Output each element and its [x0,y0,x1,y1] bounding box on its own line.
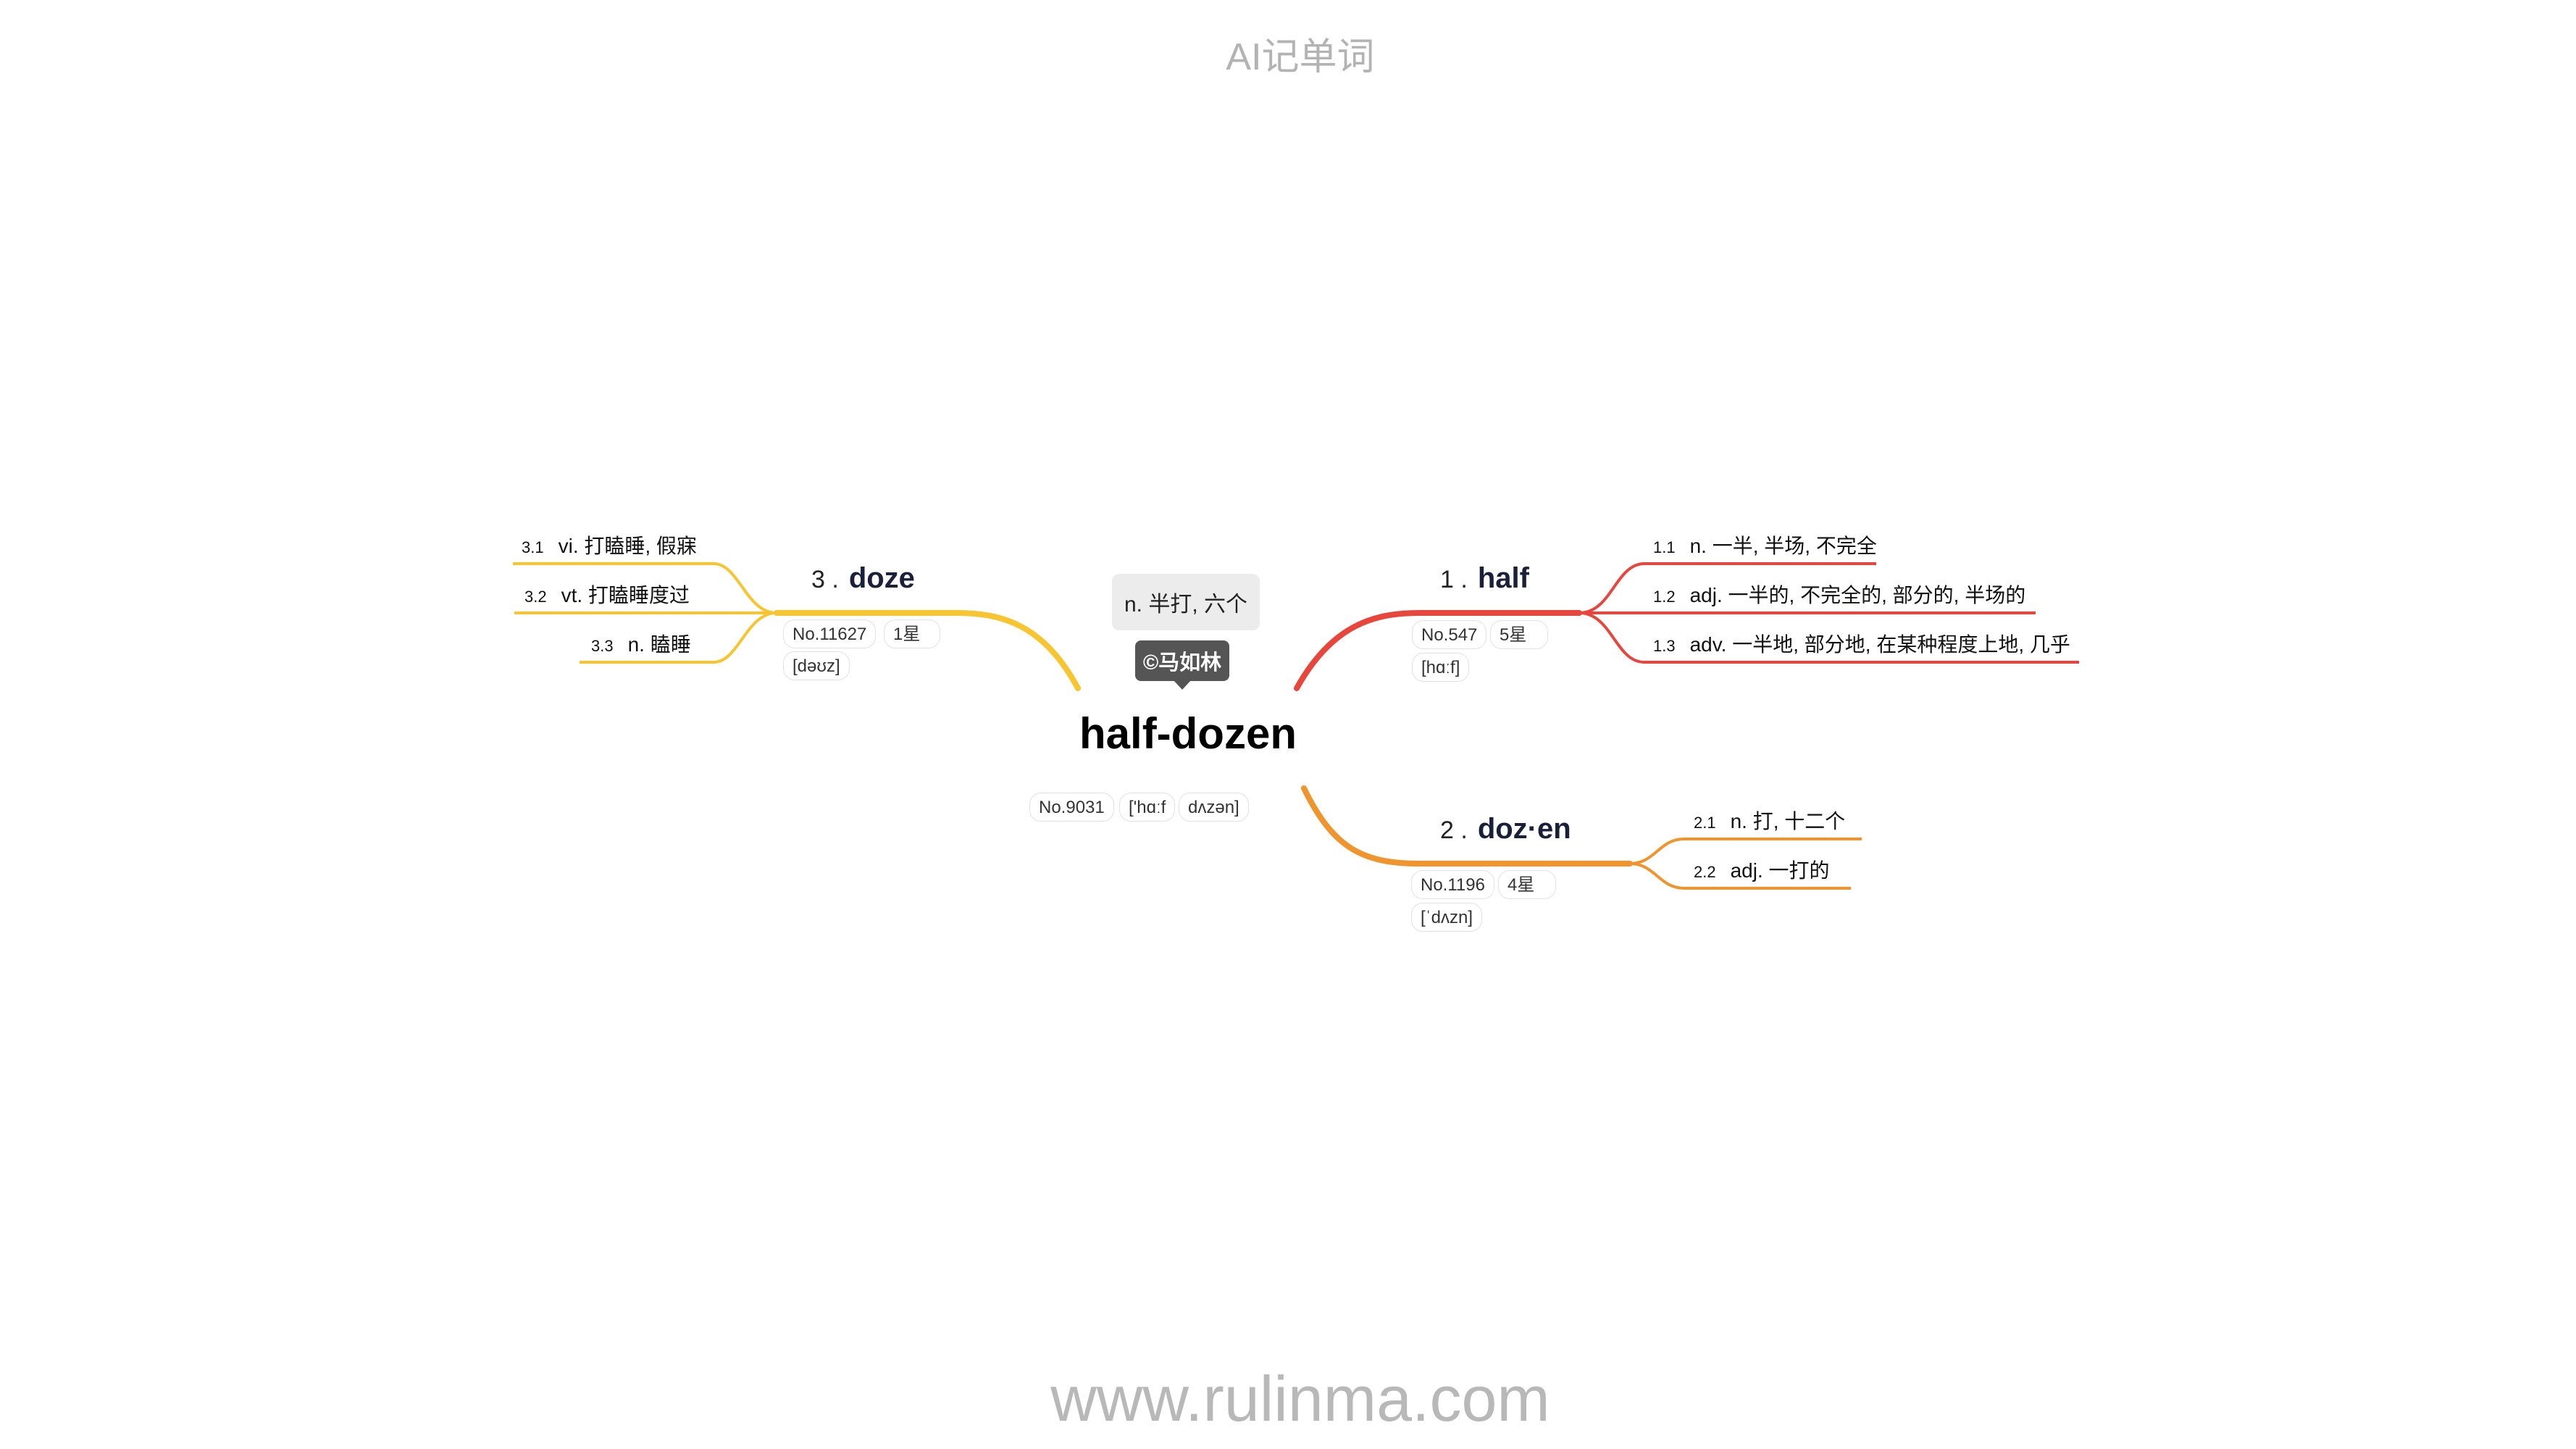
center-tag-number: No.9031 [1029,793,1114,822]
connector-center-branch-1 [1294,610,1582,691]
branch-2-title[interactable]: 2 . doz·en [1440,813,1571,845]
leaf-3-2-text: vt. 打瞌睡度过 [561,584,690,606]
branch-2-tag-phonetic: [ˈdʌzn] [1411,903,1483,932]
branch-2-number: 2 . [1440,817,1468,844]
leaf-3-1-text: vi. 打瞌睡, 假寐 [558,535,697,557]
leaf-1-3-text: adv. 一半地, 部分地, 在某种程度上地, 几乎 [1689,633,2070,656]
leaf-1-1-number: 1.1 [1653,538,1676,556]
leaf-3-3[interactable]: 3.3 n. 瞌睡 [591,629,691,658]
branch-1-word: half [1477,562,1529,594]
branch-1-number: 1 . [1440,566,1468,593]
connector-leaf-1-1 [1578,562,1876,614]
leaf-1-2-text: adj. 一半的, 不完全的, 部分的, 半场的 [1689,584,2026,606]
branch-3-tag-stars: 1星 [884,619,940,648]
center-word[interactable]: half-dozen [1079,709,1297,758]
branch-2-tag-number: No.1196 [1411,870,1494,899]
center-meaning-box: n. 半打, 六个 [1112,574,1260,630]
branch-1-tag-number: No.547 [1412,620,1487,649]
connector-leaf-3-3 [580,611,777,664]
leaf-2-1-text: n. 打, 十二个 [1730,810,1846,832]
copyright-text: ©马如林 [1142,651,1222,675]
leaf-1-2-number: 1.2 [1653,588,1676,606]
center-meaning: n. 半打, 六个 [1124,593,1248,617]
leaf-2-2[interactable]: 2.2 adj. 一打的 [1694,855,1830,884]
leaf-2-2-number: 2.2 [1694,863,1716,881]
connector-center-branch-2 [1301,785,1633,867]
connector-leaf-1-3 [1578,611,2079,664]
leaf-3-2-number: 3.2 [524,588,547,606]
connector-leaf-2-1 [1629,838,1862,865]
branch-1-tag-stars: 5星 [1490,620,1548,649]
copyright-badge: ©马如林 [1135,640,1229,681]
branch-3-tag-phonetic: [dəʊz] [783,651,850,680]
leaf-1-1[interactable]: 1.1 n. 一半, 半场, 不完全 [1653,530,1877,559]
branch-3-tag-number: No.11627 [783,619,877,648]
leaf-3-3-text: n. 瞌睡 [627,633,691,656]
branch-2-tag-stars: 4星 [1498,870,1556,899]
leaf-3-1-number: 3.1 [522,538,544,556]
leaf-1-3[interactable]: 1.3 adv. 一半地, 部分地, 在某种程度上地, 几乎 [1653,629,2070,658]
copyright-pointer [1173,680,1192,690]
leaf-1-3-number: 1.3 [1653,637,1676,655]
branch-1-tag-phonetic: [hɑːf] [1412,653,1470,682]
center-tag-phonetic-2: dʌzən] [1179,793,1249,822]
leaf-2-2-text: adj. 一打的 [1730,859,1830,882]
leaf-3-2[interactable]: 3.2 vt. 打瞌睡度过 [524,580,690,609]
connector-center-branch-3 [774,610,1081,691]
leaf-3-1[interactable]: 3.1 vi. 打瞌睡, 假寐 [522,530,697,559]
leaf-1-1-text: n. 一半, 半场, 不完全 [1689,535,1877,557]
connector-leaf-3-1 [513,562,777,614]
branch-3-number: 3 . [811,566,839,593]
leaf-2-1-number: 2.1 [1694,814,1716,832]
branch-2-word: doz·en [1477,813,1571,845]
footer-watermark-url: www.rulinma.com [1050,1363,1550,1435]
leaf-2-1[interactable]: 2.1 n. 打, 十二个 [1694,806,1845,835]
branch-3-title[interactable]: 3 . doze [811,562,915,595]
connector-leaf-2-2 [1629,862,1851,890]
center-tag-phonetic-1: ['hɑːf [1119,793,1176,822]
leaf-1-2[interactable]: 1.2 adj. 一半的, 不完全的, 部分的, 半场的 [1653,580,2025,609]
branch-1-title[interactable]: 1 . half [1440,562,1529,595]
leaf-3-3-number: 3.3 [591,637,614,655]
branch-3-word: doze [848,562,915,594]
app-title: AI记单词 [1226,36,1375,78]
